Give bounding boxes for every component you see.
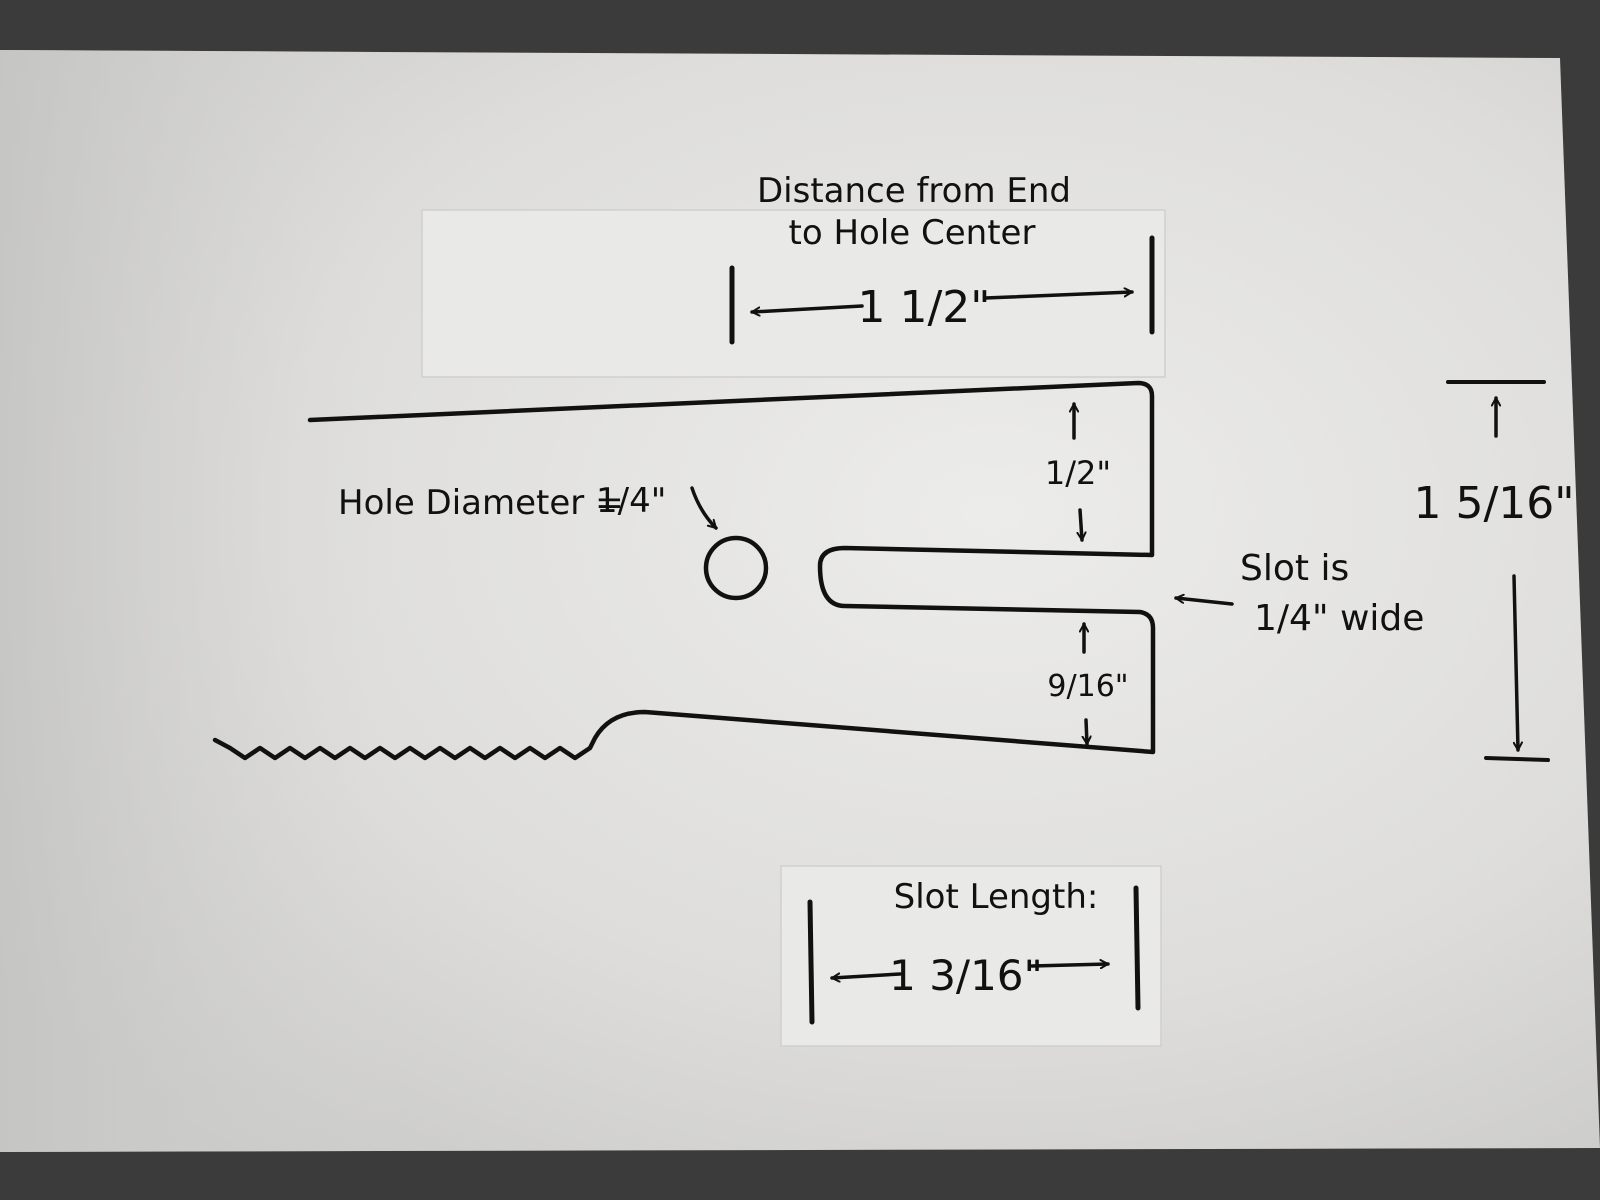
overall-height-value: 1 5/16"	[1413, 478, 1574, 529]
bottom-width-dimension	[1084, 622, 1087, 746]
slot-length-dimension	[807, 885, 1141, 1025]
top-width-dimension	[1074, 402, 1082, 542]
slot-width-line1: Slot is	[1240, 548, 1349, 589]
blade-outline	[212, 380, 1156, 761]
label-patch-distance	[421, 209, 1166, 378]
hole-pointer-arrow	[690, 486, 718, 530]
slot-width-arrow	[1174, 598, 1234, 606]
distance-label-line1: Distance from End	[757, 171, 1071, 211]
top-width-value: 1/2"	[1045, 454, 1111, 492]
distance-label-line2: to Hole Center	[789, 213, 1036, 253]
label-patch-slot-length	[780, 865, 1162, 1047]
hole-diameter-value: 1/4"	[596, 481, 666, 521]
hole-diameter-label: Hole Diameter =	[338, 483, 624, 523]
bottom-width-value: 9/16"	[1047, 669, 1128, 704]
slot-length-value: 1 3/16"	[889, 951, 1043, 1000]
slot-length-label: Slot Length:	[894, 877, 1099, 917]
distance-value: 1 1/2"	[857, 282, 990, 333]
distance-dimension	[729, 235, 1155, 345]
mounting-hole	[703, 535, 769, 601]
overall-height-dimension	[1446, 380, 1550, 762]
slot-width-line2: 1/4" wide	[1254, 598, 1424, 639]
paper-card	[0, 50, 1600, 1152]
